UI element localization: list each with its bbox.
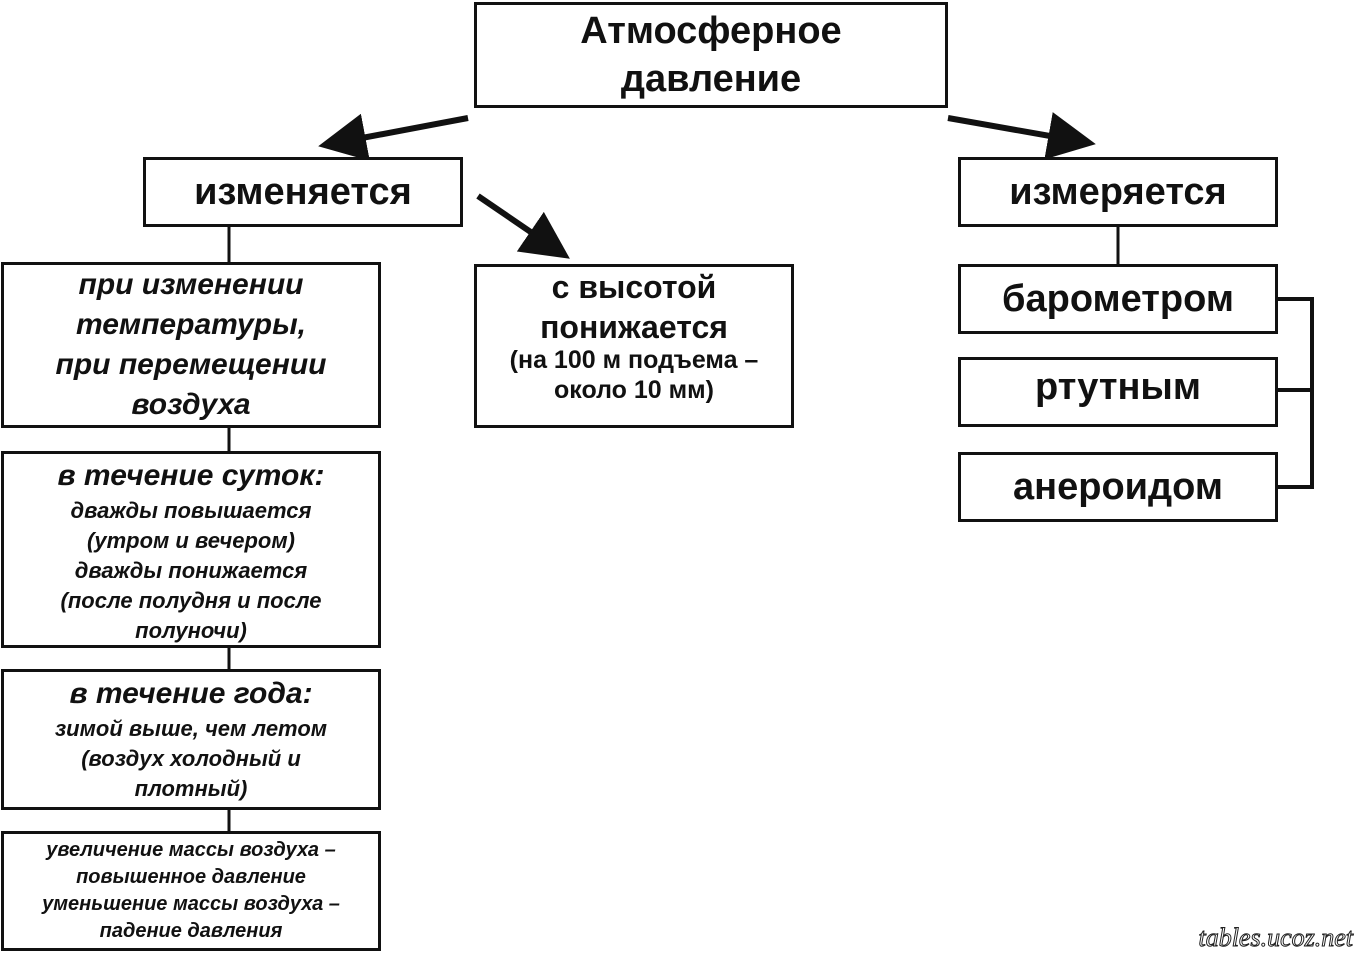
mass-box: увеличение массы воздуха – повышенное да…: [1, 831, 381, 951]
daily-line-3: дважды понижается: [74, 558, 308, 583]
barometer-label: барометром: [1002, 278, 1234, 320]
measured-heading: измеряется: [1009, 171, 1227, 213]
arrow-to-changes: [318, 113, 469, 161]
mass-line-3: уменьшение массы воздуха –: [42, 893, 340, 915]
temperature-line-4: воздуха: [131, 388, 251, 421]
mercury-label: ртутным: [1035, 366, 1201, 408]
title-line-1: Атмосферное: [580, 10, 842, 52]
daily-heading: в течение суток:: [57, 459, 325, 492]
yearly-line-1: зимой выше, чем летом: [54, 716, 328, 741]
daily-line-4: (после полудня и после: [60, 588, 322, 613]
temperature-line-3: при перемещении: [55, 348, 327, 381]
temperature-line-2: температуры,: [75, 308, 307, 341]
bracket-barometer-types: [1278, 297, 1314, 489]
mass-line-1: увеличение массы воздуха –: [46, 839, 336, 861]
aneroid-label: анероидом: [1013, 466, 1223, 508]
yearly-line-3: плотный): [134, 776, 248, 801]
arrow-to-measured: [947, 112, 1096, 160]
watermark: tables.ucoz.net: [1198, 923, 1354, 953]
changes-box: изменяется: [143, 157, 463, 227]
daily-line-5: полуночи): [135, 618, 247, 643]
changes-heading: изменяется: [194, 171, 412, 213]
measured-box: измеряется: [958, 157, 1278, 227]
arrow-to-altitude: [476, 193, 570, 259]
temperature-line-1: при изменении: [78, 268, 304, 301]
daily-box: в течение суток: дважды повышается (утро…: [1, 451, 381, 648]
yearly-box: в течение года: зимой выше, чем летом (в…: [1, 669, 381, 810]
yearly-line-2: (воздух холодный и: [81, 746, 301, 771]
altitude-line-2: понижается: [540, 309, 728, 345]
title-line-2: давление: [620, 58, 802, 100]
yearly-heading: в течение года:: [69, 677, 313, 710]
title-box: Атмосферное давление: [474, 2, 948, 108]
mass-line-4: падение давления: [99, 920, 283, 942]
temperature-box: при изменении температуры, при перемещен…: [1, 262, 381, 428]
mass-line-2: повышенное давление: [76, 866, 306, 888]
daily-line-1: дважды повышается: [70, 498, 312, 523]
aneroid-box: анероидом: [958, 452, 1278, 522]
altitude-line-1: с высотой: [551, 269, 717, 305]
mercury-box: ртутным: [958, 357, 1278, 427]
altitude-line-4: около 10 мм): [554, 376, 714, 404]
altitude-line-3: (на 100 м подъема –: [509, 346, 759, 374]
daily-line-2: (утром и вечером): [87, 528, 295, 553]
barometer-box: барометром: [958, 264, 1278, 334]
altitude-box: с высотой понижается (на 100 м подъема –…: [474, 264, 794, 428]
